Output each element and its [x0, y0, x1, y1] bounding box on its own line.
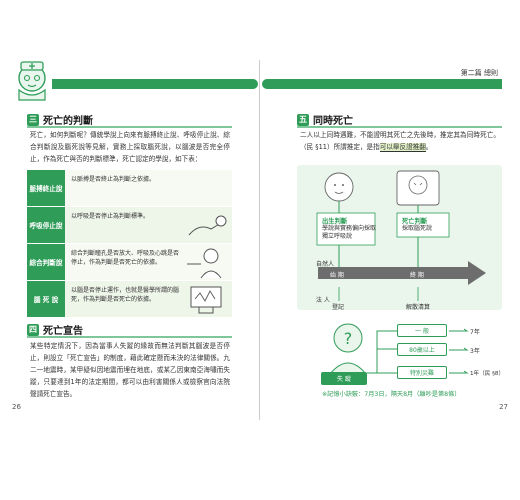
- section-title-text: 同時死亡: [313, 116, 353, 127]
- start-term-label: 始 期: [330, 272, 344, 279]
- death-declaration-body: 某些特定情況下，因為當事人失蹤的緣故而無法判斷其腦波是否停止，則設立「死亡宣告」…: [30, 342, 230, 398]
- theory-desc-text: 以脈搏是否終止為判斷之依據。: [71, 176, 156, 183]
- theory-row: 綜合判斷說 綜合判斷瞳孔是否放大、呼吸及心跳是否停止，作為判斷是否死亡的依據。: [27, 244, 232, 281]
- theory-desc: 以腦是否停止運作，也就是醫學所謂的腦死，作為判斷是否死亡的依據。: [65, 281, 232, 317]
- theory-desc: 以脈搏是否終止為判斷之依據。: [65, 170, 232, 206]
- section-number-badge: 三: [27, 113, 39, 126]
- death-judgement-title: 死亡判斷: [402, 218, 428, 225]
- theory-desc: 綜合判斷瞳孔是否放大、呼吸及心跳是否停止，作為判斷是否死亡的依據。: [65, 244, 232, 280]
- memory-tip-note: ※記憶小訣竅：7月3日，隔天8月（離吵是第8條）: [322, 391, 461, 398]
- dissolve-label: 解散清算: [406, 304, 431, 311]
- theory-label: 呼吸停止說: [27, 207, 65, 243]
- section-underline: [27, 126, 232, 128]
- theory-row: 呼吸停止說 以呼吸是否停止為判斷標準。: [27, 207, 232, 244]
- section-underline: [297, 126, 502, 128]
- svg-text:?: ?: [344, 329, 353, 348]
- death-theory-table: 脈搏終止說 以脈搏是否終止為判斷之依據。 呼吸停止說 以呼吸是否停止為判斷標準。…: [27, 170, 232, 318]
- theory-desc-text: 以呼吸是否停止為判斷標準。: [71, 213, 150, 220]
- section-death-judgement-title: 三 死亡的判斷: [27, 112, 93, 127]
- branch-special-disaster: 特別災難: [397, 366, 447, 379]
- register-label: 登記: [332, 304, 345, 311]
- theory-label: 脈搏終止說: [27, 170, 65, 206]
- section-number-badge: 五: [297, 113, 309, 126]
- body-text-end: 。: [425, 143, 433, 151]
- section-title-text: 死亡的判斷: [43, 116, 93, 127]
- branch-over-80: 80歲以上: [397, 343, 447, 356]
- page-number-left: 26: [12, 403, 21, 411]
- header-bar-left: [52, 79, 258, 89]
- natural-person-label: 自然人: [316, 261, 335, 268]
- section-title-text: 死亡宣告: [43, 326, 83, 337]
- section-death-declaration-title: 四 死亡宣告: [27, 322, 83, 337]
- breathing-illustration-icon: [188, 215, 227, 236]
- missing-person-root: 失 蹤: [321, 372, 367, 385]
- highlight-text: 可以舉反證推翻: [379, 143, 426, 152]
- chapter-label: 第二篇 總則: [460, 69, 498, 77]
- header-bar-right: [262, 79, 502, 89]
- theory-label: 腦 死 說: [27, 281, 65, 317]
- theory-label: 綜合判斷說: [27, 244, 65, 280]
- section-underline: [27, 336, 232, 338]
- birth-judgement-title: 出生判斷: [322, 218, 348, 225]
- page-number-right: 27: [499, 403, 508, 411]
- death-judgement-text: 採取腦死說: [402, 225, 433, 232]
- years-arrows: [449, 328, 469, 374]
- end-term-label: 終 期: [410, 272, 424, 279]
- personhood-diagram-art: [316, 170, 486, 301]
- doctor-mascot-icon: [18, 61, 46, 101]
- legal-person-label: 法 人: [316, 297, 330, 304]
- years-general: 7年: [470, 329, 480, 336]
- branch-general: 一 般: [397, 324, 447, 337]
- death-judgement-intro: 死亡，如何判斷呢？傳統學說上向來有脈搏終止說、呼吸停止說、綜合判斷說及腦死說等見…: [30, 131, 230, 163]
- theory-row: 腦 死 說 以腦是否停止運作，也就是醫學所謂的腦死，作為判斷是否死亡的依據。: [27, 281, 232, 318]
- theory-desc-text: 綜合判斷瞳孔是否放大、呼吸及心跳是否停止，作為判斷是否死亡的依據。: [71, 250, 180, 266]
- theory-row: 脈搏終止說 以脈搏是否終止為判斷之依據。: [27, 170, 232, 207]
- brain-scan-illustration-icon: [190, 286, 222, 314]
- doctor-check-illustration-icon: [187, 248, 222, 279]
- missing-person-icon: ?: [328, 323, 368, 375]
- section-simultaneous-death-title: 五 同時死亡: [297, 112, 353, 127]
- simultaneous-death-body: 二人以上同時遇難，不能證明其死亡之先後時，推定其為同時死亡。（民 §11）所謂推…: [300, 129, 500, 153]
- section-number-badge: 四: [27, 323, 39, 336]
- theory-desc-text: 以腦是否停止運作，也就是醫學所謂的腦死，作為判斷是否死亡的依據。: [71, 287, 180, 303]
- birth-judgement-text: 學說與實務偏向採取獨立呼吸說: [322, 225, 377, 240]
- body-text: 二人以上同時遇難，不能證明其死亡之先後時，推定其為同時死亡。（民 §11）所謂推…: [300, 131, 500, 151]
- tree-connector: [367, 330, 397, 374]
- years-special-disaster: 1年（民 §8）: [470, 371, 505, 377]
- theory-desc: 以呼吸是否停止為判斷標準。: [65, 207, 232, 243]
- years-over-80: 3年: [470, 348, 480, 355]
- page-spine: [259, 60, 260, 420]
